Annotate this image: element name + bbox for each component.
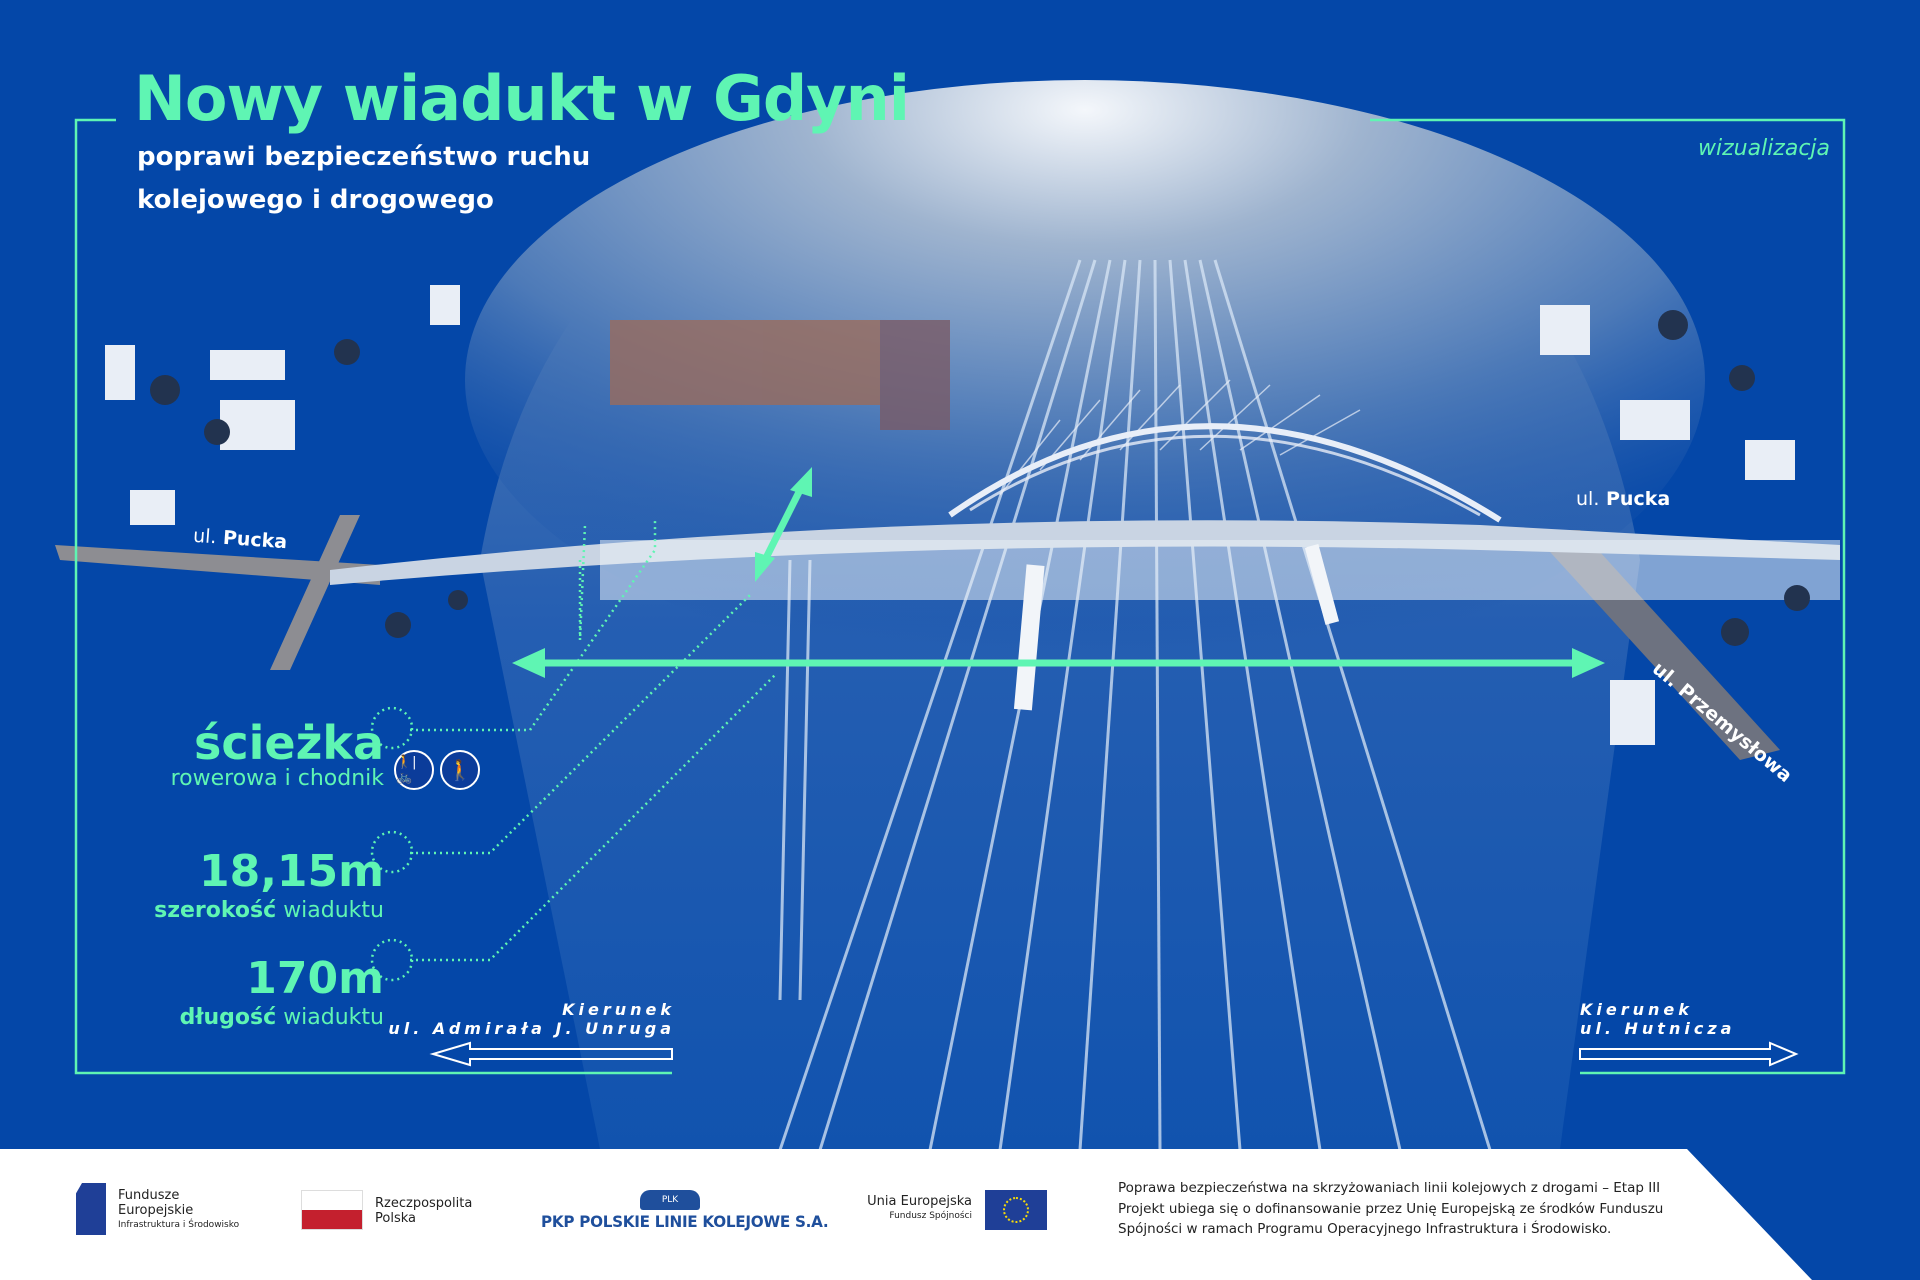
label-bold: szerokość [154,898,277,923]
containers [610,320,950,430]
viaduct-visualization [55,80,1846,1150]
street-prefix: ul. [192,524,218,549]
rp-line: Rzeczpospolita [375,1196,473,1211]
arch [948,423,1502,523]
fact-length-value: 170m [246,953,384,1004]
note-line: Poprawa bezpieczeństwa na skrzyżowaniach… [1118,1180,1661,1196]
rp-line: Polska [375,1211,416,1226]
direction-street: ul. Admirała J. Unruga [388,1019,675,1038]
note-line: Spójności w ramach Programu Operacyjnego… [1118,1221,1612,1237]
page-title: Nowy wiadukt w Gdyni [134,62,910,135]
pedestrian-sign-icon: 🚶 [440,750,480,790]
street-name: Pucka [1606,488,1671,510]
trees [150,310,1810,646]
street-prefix: ul. [1576,488,1600,510]
arrow-left-icon [429,1041,673,1067]
sign-icons: 🚶|🚲 🚶 [394,750,480,790]
fact-width-label: szerokość wiaduktu [154,898,384,923]
subtitle-line1: poprawi bezpieczeństwo ruchu [137,142,591,172]
footer-background [0,1149,1812,1280]
road-cross [270,515,360,670]
polish-flag [301,1190,363,1230]
street-name: Pucka [222,526,288,554]
railway-tracks [778,259,1492,1150]
fe-line: Fundusze [118,1188,180,1203]
note-line: Projekt ubiega się o dofinansowanie prze… [1118,1200,1664,1217]
road-left [55,545,380,585]
frame [74,118,1846,1075]
fact-path-title: ścieżka [193,716,384,770]
direction-label: Kierunek [1580,1000,1693,1019]
subtitle-line2: kolejowego i drogowego [137,185,494,215]
bike-pedestrian-sign-icon: 🚶|🚲 [394,750,434,790]
direction-label: Kierunek [562,1000,675,1019]
label-regular: wiaduktu [283,1005,384,1030]
pkp-name: PKP POLSKIE LINIE KOLEJOWE S.A. [541,1212,829,1231]
fe-line: Infrastruktura i Środowisko [118,1220,240,1230]
fact-width-value: 18,15m [198,846,384,897]
arrow-right-icon [1579,1041,1799,1067]
street-label-right: ul. Pucka [1576,488,1670,510]
project-note: Poprawa bezpieczeństwa na skrzyżowaniach… [1118,1178,1718,1240]
viaduct-deck [330,520,1840,585]
width-arrow [512,467,1605,678]
label-regular: wiaduktu [283,898,384,923]
plk-emblem: PLK [640,1190,700,1210]
fact-path-subtitle: rowerowa i chodnik [170,766,384,791]
eu-stars-icon [1003,1197,1029,1223]
visualization-tag: wizualizacja [1698,136,1831,161]
fe-line: Europejskie [118,1203,194,1218]
eu-flag [985,1190,1047,1230]
eu-line: Fundusz Spójności [889,1211,972,1221]
direction-arrows [429,1041,1799,1067]
dotted-leaders [370,520,778,982]
fe-logo [76,1183,106,1235]
houses [105,285,1795,745]
eu-line: Unia Europejska [867,1194,972,1209]
trains [1013,544,1340,711]
fact-length-label: długość wiaduktu [180,1005,384,1030]
label-bold: długość [179,1005,277,1030]
direction-street: ul. Hutnicza [1580,1019,1736,1038]
